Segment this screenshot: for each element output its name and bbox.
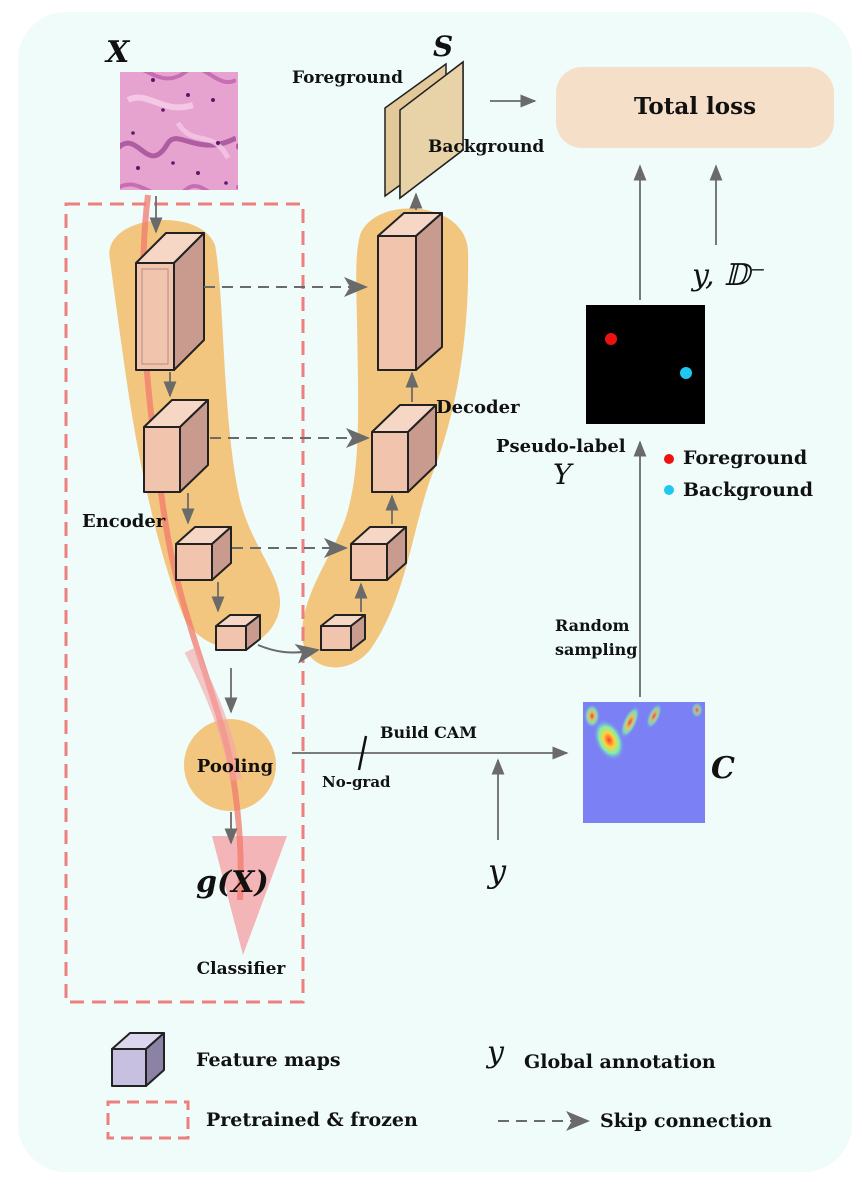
legend-bg-dot bbox=[664, 485, 674, 495]
encoder-cube-3 bbox=[175, 526, 232, 581]
pseudo-label-title: Pseudo-label bbox=[496, 436, 626, 457]
sampling-label: sampling bbox=[555, 640, 637, 659]
encoder-cube-2 bbox=[143, 399, 209, 493]
legend-global-annotation: Global annotation bbox=[524, 1051, 716, 1073]
legend-bg-label: Background bbox=[683, 479, 813, 501]
random-label: Random bbox=[555, 616, 630, 635]
decoder-label: Decoder bbox=[436, 397, 520, 418]
legend-skip-connection: Skip connection bbox=[600, 1110, 772, 1132]
mask-background-label: Background bbox=[428, 137, 544, 157]
legend-fg-dot bbox=[664, 454, 674, 464]
mask-plane-background-front bbox=[399, 60, 464, 200]
classifier-triangle bbox=[212, 836, 287, 955]
legend-cube-icon bbox=[111, 1032, 165, 1087]
legend-y-symbol: y bbox=[485, 1035, 505, 1070]
classifier-label: Classifier bbox=[197, 959, 287, 979]
no-grad-label: No-grad bbox=[322, 773, 391, 791]
pseudo-label-symbol: Y bbox=[553, 458, 574, 491]
total-loss-label: Total loss bbox=[634, 93, 756, 120]
mask-foreground-label: Foreground bbox=[292, 68, 403, 88]
pseudo-label-bg-dot bbox=[680, 367, 692, 379]
legend-fg-label: Foreground bbox=[683, 447, 807, 469]
cam-map bbox=[583, 702, 705, 823]
pooling-label: Pooling bbox=[197, 756, 274, 777]
pseudo-label-fg-dot bbox=[605, 333, 617, 345]
global-label-input-symbol: y bbox=[486, 852, 507, 890]
mask-symbol: S bbox=[433, 30, 453, 63]
input-symbol: X bbox=[104, 35, 131, 70]
cam-symbol: C bbox=[711, 751, 735, 786]
decoder-cube-1 bbox=[377, 212, 443, 371]
decoder-cube-3 bbox=[350, 526, 407, 581]
decoder-cube-4 bbox=[320, 614, 366, 651]
legend-feature-maps: Feature maps bbox=[196, 1049, 341, 1071]
frozen-dashed-box bbox=[64, 202, 305, 1004]
encoder-cube-1 bbox=[135, 232, 205, 371]
encoder-cube-4 bbox=[215, 614, 261, 651]
build-cam-label: Build CAM bbox=[380, 723, 477, 742]
decoder-cube-2 bbox=[371, 404, 437, 493]
input-image bbox=[120, 72, 238, 190]
legend-frozen-box bbox=[106, 1100, 190, 1140]
classifier-output-symbol: g(X) bbox=[196, 865, 269, 900]
encoder-label: Encoder bbox=[82, 511, 166, 532]
total-loss-box bbox=[556, 67, 834, 148]
arrow-bottleneck bbox=[257, 644, 320, 664]
frozen-flow-stroke-light bbox=[184, 647, 242, 781]
pseudo-label-map bbox=[586, 305, 705, 424]
no-grad-slash bbox=[357, 735, 368, 771]
legend-pretrained-frozen: Pretrained & frozen bbox=[206, 1109, 418, 1131]
labels-symbol: y, 𝔻⁻ bbox=[690, 258, 766, 293]
